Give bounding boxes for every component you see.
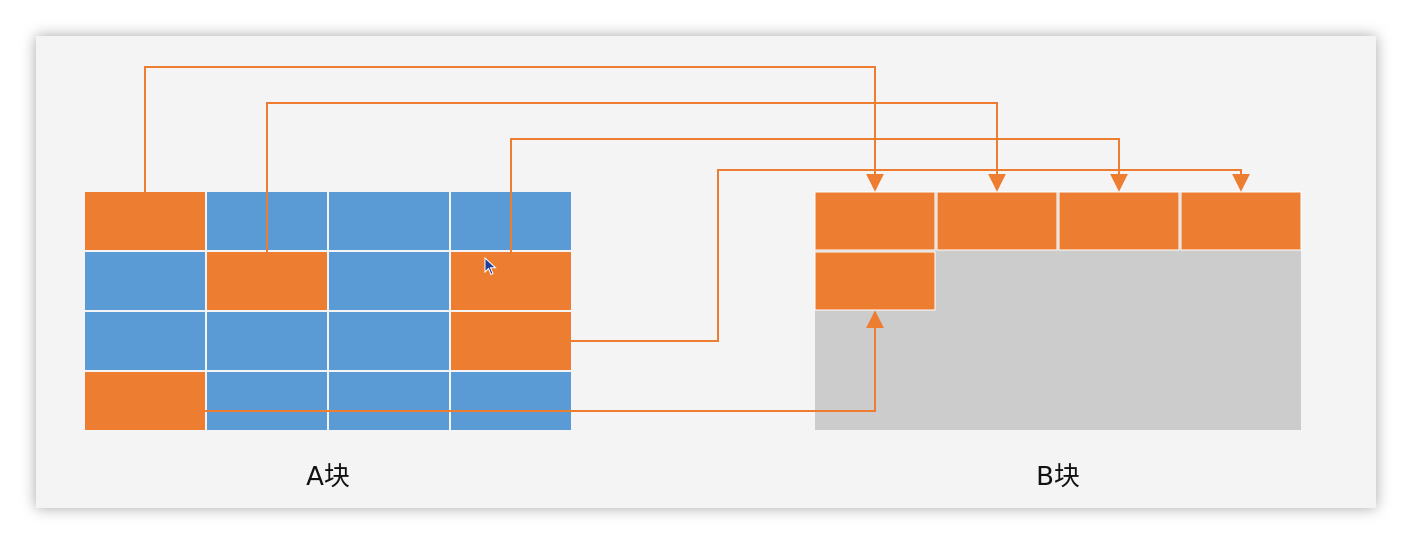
connector-arrow-1 — [144, 66, 884, 192]
mouse-pointer-icon — [484, 256, 497, 276]
block-a-cell-r0-c0 — [85, 192, 205, 250]
connector-arrow-3 — [510, 138, 1128, 273]
block-b-cell-r0-c3 — [1180, 191, 1302, 251]
connector-lines — [144, 66, 1250, 412]
block-b-cell-r0-c0 — [814, 191, 936, 251]
block-a-cell-r2-c0 — [85, 312, 205, 370]
block-a-grid — [85, 192, 571, 430]
block-b-label: B块 — [1036, 462, 1080, 492]
block-a-cell-r1-c2 — [329, 252, 449, 310]
block-a-label: A块 — [306, 462, 350, 492]
block-a-cell-r3-c1 — [207, 372, 327, 430]
block-b-cell-r0-c1 — [936, 191, 1058, 251]
block-b-grid — [814, 191, 1302, 430]
block-b-cell-r1-c0 — [814, 251, 936, 311]
block-a-cell-r1-c0 — [85, 252, 205, 310]
connector-arrow-4 — [571, 169, 1250, 342]
block-a-cell-r3-c3 — [451, 372, 571, 430]
block-a-cell-r2-c3 — [451, 312, 571, 370]
connector-arrow-2 — [266, 102, 1006, 273]
block-a-cell-r3-c2 — [329, 372, 449, 430]
block-a-cell-r2-c1 — [207, 312, 327, 370]
connector-arrow-5 — [205, 310, 884, 412]
block-a-cell-r2-c2 — [329, 312, 449, 370]
block-a-cell-r0-c2 — [329, 192, 449, 250]
block-b-cell-r0-c2 — [1058, 191, 1180, 251]
block-a-cell-r3-c0 — [85, 372, 205, 430]
